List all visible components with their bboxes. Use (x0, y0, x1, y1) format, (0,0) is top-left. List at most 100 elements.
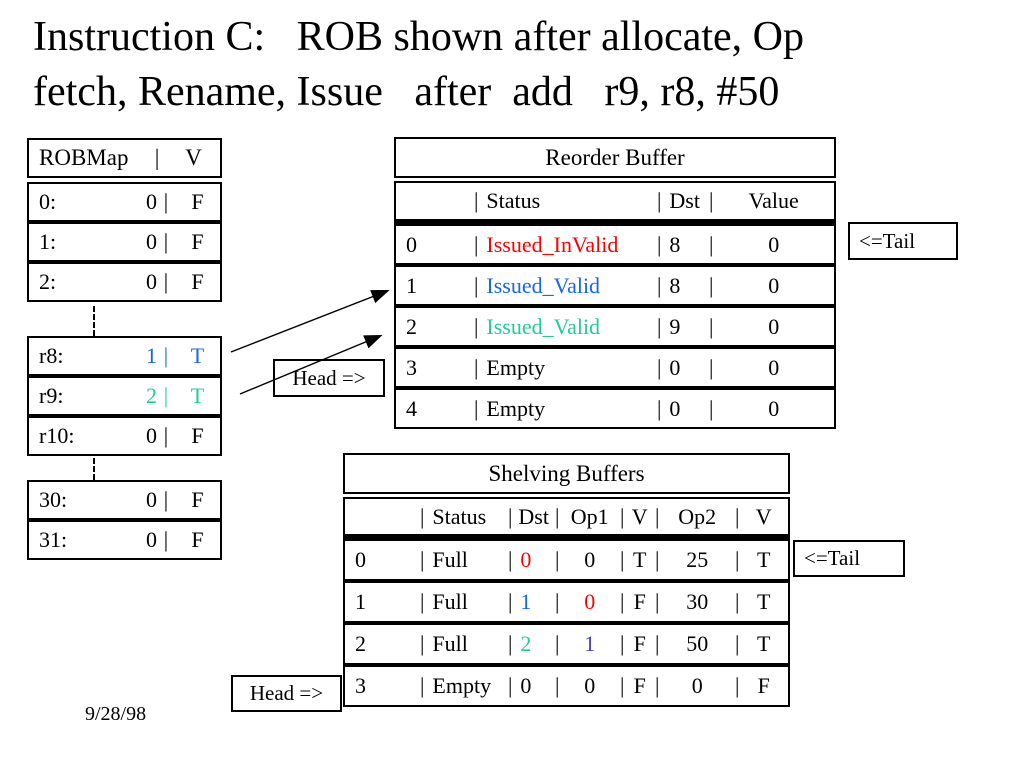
robmap-row-label: 1: (39, 229, 57, 254)
sh-row-num: 3 (355, 673, 366, 698)
robmap-row-flag: T (190, 383, 205, 408)
sh-row-v2: |F (735, 673, 788, 699)
pipe-separator: | (420, 631, 425, 656)
sh-dst-value: 2 (520, 631, 532, 656)
rob-row-4: 4 |Empty |0 |0 (394, 388, 836, 429)
rob-dst-value: 8 (669, 272, 681, 298)
rob-status-value: Issued_Valid (486, 272, 601, 298)
sh-row-v2: |T (735, 589, 788, 615)
robmap-row-value: 0 (146, 423, 157, 448)
sh-col-v1: |V (620, 504, 655, 530)
title-line-1: Instruction C: ROB shown after allocate,… (33, 14, 805, 60)
shelving-head-box: Head => (231, 675, 342, 712)
pipe-separator: | (163, 269, 169, 294)
pipe-separator: | (709, 354, 714, 380)
robmap-row-flag: F (191, 189, 204, 214)
rob-value-value: 0 (768, 354, 780, 380)
rob-row-dst: |8 (657, 232, 709, 258)
rob-row-status: | Issued_InValid (474, 232, 657, 258)
sh-op1-value: 0 (584, 547, 596, 572)
sh-op2-value: 30 (686, 589, 709, 614)
sh-row-v1: |T (620, 547, 655, 573)
sh-row-v2: |T (735, 631, 788, 657)
sh-row-num: 0 (355, 547, 366, 572)
robmap-ellipsis-dash (93, 458, 95, 480)
sh-row-status: | Full (420, 631, 508, 657)
robmap-row-flag: F (191, 487, 204, 512)
pipe-separator: | (657, 313, 662, 339)
rob-row-num: 0 (406, 231, 417, 257)
robmap-row-flag: F (191, 423, 204, 448)
rob-row-status: |Issued_Valid (474, 314, 657, 340)
sh-row-op2: | 50 (655, 631, 735, 657)
sh-status-value: Full (432, 631, 468, 656)
sh-op1-value: 0 (584, 589, 596, 614)
sh-row-op1: |0 (555, 589, 620, 615)
sh-row-status: | Full (420, 589, 508, 615)
sh-col-dst-label: Dst (518, 503, 549, 529)
robmap-row-label: 0: (39, 189, 57, 214)
sh-op2-value: 50 (686, 631, 709, 656)
pipe-separator: | (474, 188, 479, 213)
shelving-row-3: 3 |Empty |0 |0 |F |0 |F (343, 665, 790, 707)
pipe-separator: | (709, 313, 714, 339)
sh-row-v2: |T (735, 547, 788, 573)
robmap-row: 30: 0 | F (27, 480, 222, 520)
robmap-row-value: 0 (146, 269, 157, 294)
pipe-separator: | (163, 423, 169, 448)
sh-op2-value: 0 (691, 673, 703, 698)
pipe-separator: | (420, 589, 425, 614)
sh-row-dst: |0 (508, 547, 555, 573)
rob-row-value: |0 (709, 314, 834, 340)
sh-row-op1: |0 (555, 547, 620, 573)
pipe-separator: | (555, 589, 560, 614)
rob-col-dst: |Dst (657, 188, 709, 214)
pipe-separator: | (163, 527, 169, 552)
slide-title: Instruction C: ROB shown after allocate,… (33, 10, 804, 120)
sh-row-status: |Full (420, 547, 508, 573)
rob-row-0: 0 |Issued_InValid |8 |0 (394, 224, 836, 265)
shelving-row-0: 0 |Full |0 |0 |T |25 |T (343, 539, 790, 581)
sh-col-op1: |Op1 (555, 504, 620, 530)
robmap-group-3: 30: 0 | F 31: 0 | F (27, 480, 222, 560)
sh-v2-value: T (756, 589, 771, 614)
pipe-separator: | (709, 272, 714, 298)
rob-row-value: |0 (709, 355, 834, 381)
sh-col-v2-label: V (755, 503, 772, 529)
pipe-separator: | (420, 673, 425, 698)
sh-v2-value: T (756, 631, 771, 656)
sh-status-value: Empty (432, 673, 492, 698)
pipe-separator: | (474, 354, 479, 380)
sh-row-op1: |0 (555, 673, 620, 699)
pipe-separator: | (508, 547, 513, 572)
rob-row-2: 2 |Issued_Valid |9 |0 (394, 306, 836, 347)
pipe-separator: | (474, 231, 479, 257)
rob-status-value: Issued_Valid (486, 313, 601, 339)
rob-head-box: Head => (273, 359, 385, 397)
rob-row-num: 3 (406, 354, 417, 380)
pipe-separator: | (655, 631, 660, 656)
rob-row-num: 4 (406, 395, 417, 421)
pipe-separator: | (555, 547, 560, 572)
shelving-buffers-table: Shelving Buffers |Status |Dst |Op1 |V |O… (343, 453, 790, 707)
pipe-separator: | (657, 231, 662, 257)
sh-col-v1-label: V (631, 503, 648, 529)
sh-row-op2: |25 (655, 547, 735, 573)
pipe-separator: | (620, 503, 625, 529)
rob-status-value: Issued_InValid (486, 231, 619, 257)
pipe-separator: | (657, 188, 662, 213)
sh-row-v1: |F (620, 631, 655, 657)
sh-status-value: Full (432, 589, 468, 614)
rob-row-dst: |0 (657, 396, 709, 422)
pipe-separator: | (709, 231, 714, 257)
sh-col-op2: |Op2 (655, 504, 735, 530)
pipe-separator: | (657, 395, 662, 421)
rob-row-status: |Empty (474, 396, 657, 422)
sh-row-v1: |F (620, 673, 655, 699)
rob-col-value-label: Value (748, 188, 799, 213)
sh-row-status: | Empty (420, 673, 508, 699)
sh-row-dst: |0 (508, 673, 555, 699)
rob-row-dst: |9 (657, 314, 709, 340)
pipe-separator: | (735, 589, 740, 614)
